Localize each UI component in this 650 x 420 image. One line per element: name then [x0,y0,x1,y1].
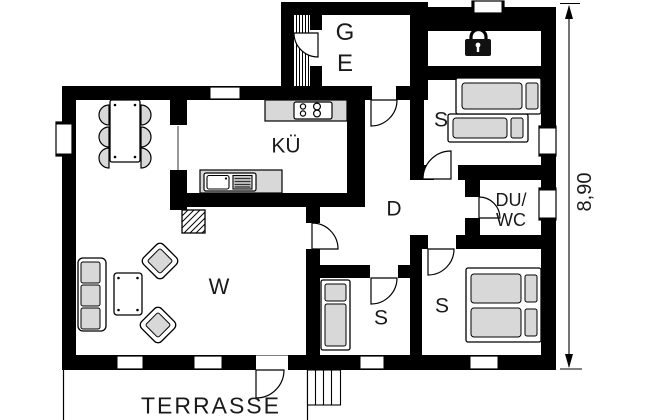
window-icon [207,86,243,100]
room-label-wardrobe: G [335,19,355,46]
terrace-door-icon [255,369,285,399]
doors [255,32,501,399]
furniture [77,77,542,351]
entry-hall-door-icon [370,99,398,127]
armchair [141,242,179,280]
window-icon [357,355,387,370]
terrace-door-opening [256,355,288,370]
room-label-hallway: D [386,197,402,221]
window-icon [538,187,557,221]
bunk-bed [447,77,542,143]
dining-chairs [98,104,152,169]
padlock-icon [465,27,491,56]
bedroom-right-door-icon [427,248,455,276]
stove-counter [264,99,348,122]
walls [62,2,556,370]
room-label-kitchen: KÜ [271,134,301,158]
arrow-down-icon [565,354,573,368]
room-label-shower-wc: DU/ WC [496,190,527,230]
terrace-steps-icon [306,369,342,406]
window-icon [471,0,505,14]
window-icon [114,355,146,370]
room-label-bedroom-top: S [433,108,449,132]
single-bed [320,279,351,351]
coffee-table [113,272,143,316]
room-label-living: W [208,274,230,299]
arrow-up-icon [565,5,573,19]
double-bed [465,267,542,343]
shower-wc-line2: WC [496,210,526,230]
living-hall-door-icon [311,222,339,250]
armchair [139,306,177,344]
window-icon [467,355,501,370]
bedroom-top-door-icon [422,150,452,180]
dimension-line [560,2,582,370]
shower-wc-line1: DU/ [495,190,527,210]
bedroom-middle-door-icon [370,277,398,305]
terrace [62,369,342,420]
shower-wc-door-icon [478,196,501,219]
room-label-bedroom-right: S [434,294,450,318]
front-door-icon [293,32,319,58]
window-icon [538,125,557,157]
fireplace-icon [181,209,206,234]
window-icon [55,121,73,157]
windows [55,0,557,370]
sofa [77,257,107,332]
room-label-entry: E [336,50,354,77]
dining-table [109,99,141,163]
terrace-label: TERRASSE [141,392,281,419]
window-icon [191,355,225,370]
stove-icon [293,101,333,120]
sink-counter [199,169,283,194]
dimension-label: 8,90 [574,172,596,212]
room-label-bedroom-middle: S [373,306,389,330]
